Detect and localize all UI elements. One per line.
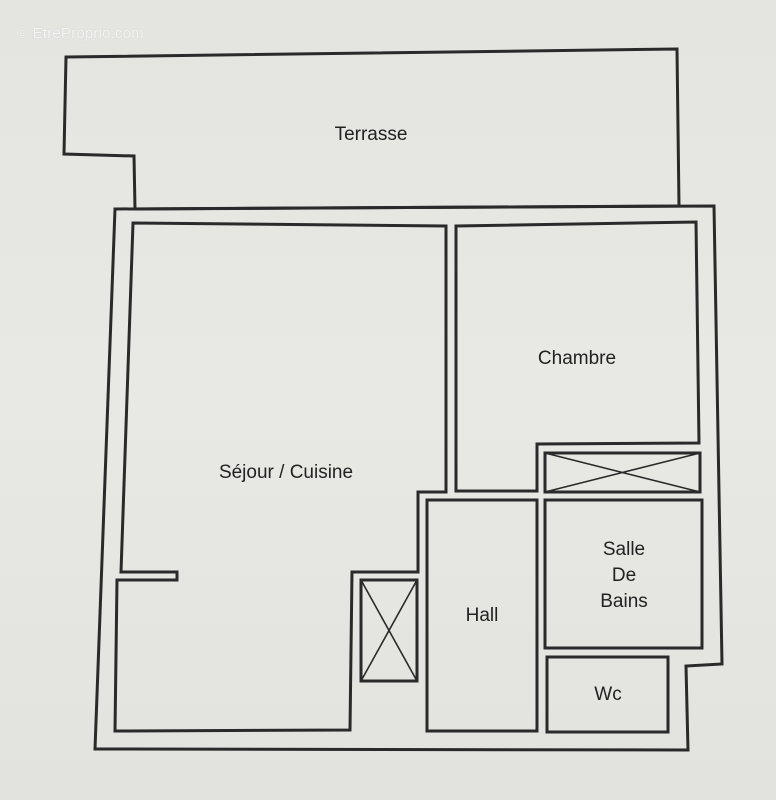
label-terrasse: Terrasse — [335, 124, 408, 145]
watermark: © EtreProprio.com — [17, 25, 144, 42]
apartment-outer-wall — [93, 204, 724, 752]
label-wc: Wc — [594, 684, 621, 705]
label-hall: Hall — [466, 605, 499, 626]
hall-outline — [425, 498, 539, 733]
label-chambre: Chambre — [538, 348, 616, 369]
closet-lower-cross-b — [360, 579, 418, 682]
sejour-cuisine-outline — [113, 221, 448, 733]
closet-upper-cross-b — [544, 452, 701, 493]
wc-outline — [545, 655, 670, 734]
label-sejour-cuisine: Séjour / Cuisine — [219, 462, 353, 483]
closet-lower — [359, 578, 419, 683]
label-de: De — [612, 565, 636, 586]
closet-upper — [543, 451, 702, 494]
label-salle: Salle — [603, 539, 645, 560]
label-bains: Bains — [600, 591, 648, 612]
chambre-outline — [454, 220, 701, 493]
salle-de-bains-outline — [543, 498, 704, 650]
